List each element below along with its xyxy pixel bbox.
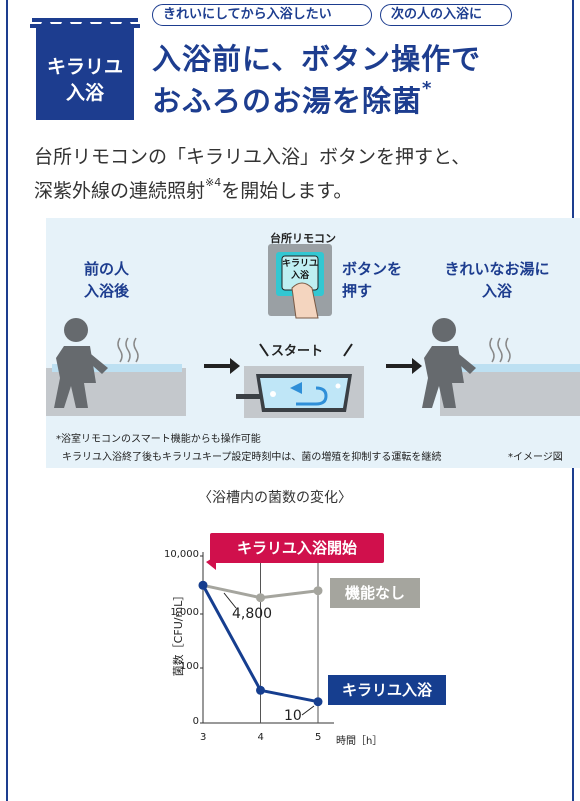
desc-line2-pre: 深紫外線の連続照射	[34, 180, 206, 202]
page-title-line2: おふろのお湯を除菌*	[152, 78, 432, 120]
chart-annotation-start: キラリユ入浴開始	[210, 533, 384, 563]
x-tick-label-0: 3	[200, 732, 207, 743]
steam-left-icon	[117, 337, 139, 363]
label-after-line1: きれいなお湯に	[444, 260, 550, 278]
bathtub-uv-icon	[236, 366, 364, 418]
title-asterisk: *	[422, 78, 433, 99]
series-1-point-2	[313, 697, 323, 707]
chart-title: 〈浴槽内の菌数の変化〉	[198, 490, 352, 506]
banner-shape-icon	[30, 18, 140, 120]
usage-illustration: 前の人 入浴後 台所リモコン キラリユ 入浴 ボタンを 押す きれいなお湯に 入…	[46, 218, 580, 468]
label-press-line2: 押す	[342, 282, 373, 300]
label-press-button: ボタンを 押す	[342, 258, 402, 302]
desc-line2-post: を開始します。	[221, 180, 353, 202]
person-left-icon	[54, 318, 108, 408]
finger-icon	[291, 282, 319, 319]
label-press-line1: ボタンを	[342, 260, 403, 278]
x-tick-label-2: 5	[315, 732, 322, 743]
tag-next-person: 次の人の入浴に	[380, 4, 512, 26]
banner-line1: キラリユ	[46, 56, 123, 78]
page-frame-left	[6, 0, 8, 801]
description-line2: 深紫外線の連続照射※4を開始します。	[34, 176, 352, 203]
callout-10-line	[301, 705, 315, 716]
label-before-bath: 前の人 入浴後	[84, 258, 129, 302]
y-tick-label-3: 0	[192, 716, 199, 727]
note-image: *イメージ図	[508, 452, 563, 463]
chart-value-10: 10	[284, 708, 302, 724]
series-1-point-0	[198, 580, 208, 590]
person-right-icon	[422, 318, 476, 408]
note-smart-function: *浴室リモコンのスマート機能からも操作可能	[56, 434, 261, 445]
remote-label: 台所リモコン	[270, 232, 336, 245]
label-after-bath: きれいなお湯に 入浴	[434, 258, 560, 302]
legend-no-function: 機能なし	[330, 578, 420, 608]
arrow-right-icon	[204, 358, 240, 374]
description-line1: 台所リモコンの「キラリユ入浴」ボタンを押すと、	[34, 146, 471, 168]
y-tick-label-0: 10,000	[164, 549, 199, 560]
y-tick-label-2: 100	[179, 661, 199, 672]
series-0-point-2	[313, 586, 323, 596]
steam-right-icon	[489, 337, 511, 363]
kirariyu-banner: キラリユ 入浴	[30, 14, 140, 124]
arrow-right-icon-2	[386, 358, 422, 374]
illustration-graphics	[46, 244, 580, 418]
label-before-line2: 入浴後	[84, 282, 130, 300]
tag-clean-before-bath: きれいにしてから入浴したい	[152, 4, 372, 26]
y-tick-label-1: 1,000	[170, 607, 199, 618]
remote-button-line1: キラリユ	[282, 259, 319, 269]
legend-kirariyu: キラリユ入浴	[328, 675, 446, 705]
title-line2-text: おふろのお湯を除菌	[152, 84, 423, 118]
banner-line2: 入浴	[65, 82, 104, 104]
callout-4800-line	[223, 592, 237, 609]
label-after-line2: 入浴	[481, 282, 512, 300]
desc-footnote-ref: ※4	[205, 176, 222, 189]
kirariyu-remote-button: キラリユ 入浴	[282, 258, 318, 282]
page-title-line1: 入浴前に、ボタン操作で	[152, 42, 482, 76]
start-marks-icon	[259, 343, 353, 357]
bathtub-right-icon	[440, 368, 580, 416]
series-1-point-1	[256, 685, 265, 695]
series-0-point-1	[256, 593, 265, 603]
label-before-line1: 前の人	[84, 260, 130, 278]
x-tick-label-1: 4	[257, 732, 264, 743]
chart-y-label: 菌数［CFU/mL］	[172, 589, 185, 677]
chart-value-4800: 4,800	[232, 606, 273, 622]
remote-control-icon	[268, 244, 332, 316]
x-axis-label: 時間［h］	[336, 736, 383, 747]
start-label: スタート	[271, 344, 324, 359]
note-keep-mode: キラリユ入浴終了後もキラリユキープ設定時刻中は、菌の増殖を抑制する運転を継続	[62, 452, 442, 463]
remote-button-line2: 入浴	[290, 271, 309, 281]
